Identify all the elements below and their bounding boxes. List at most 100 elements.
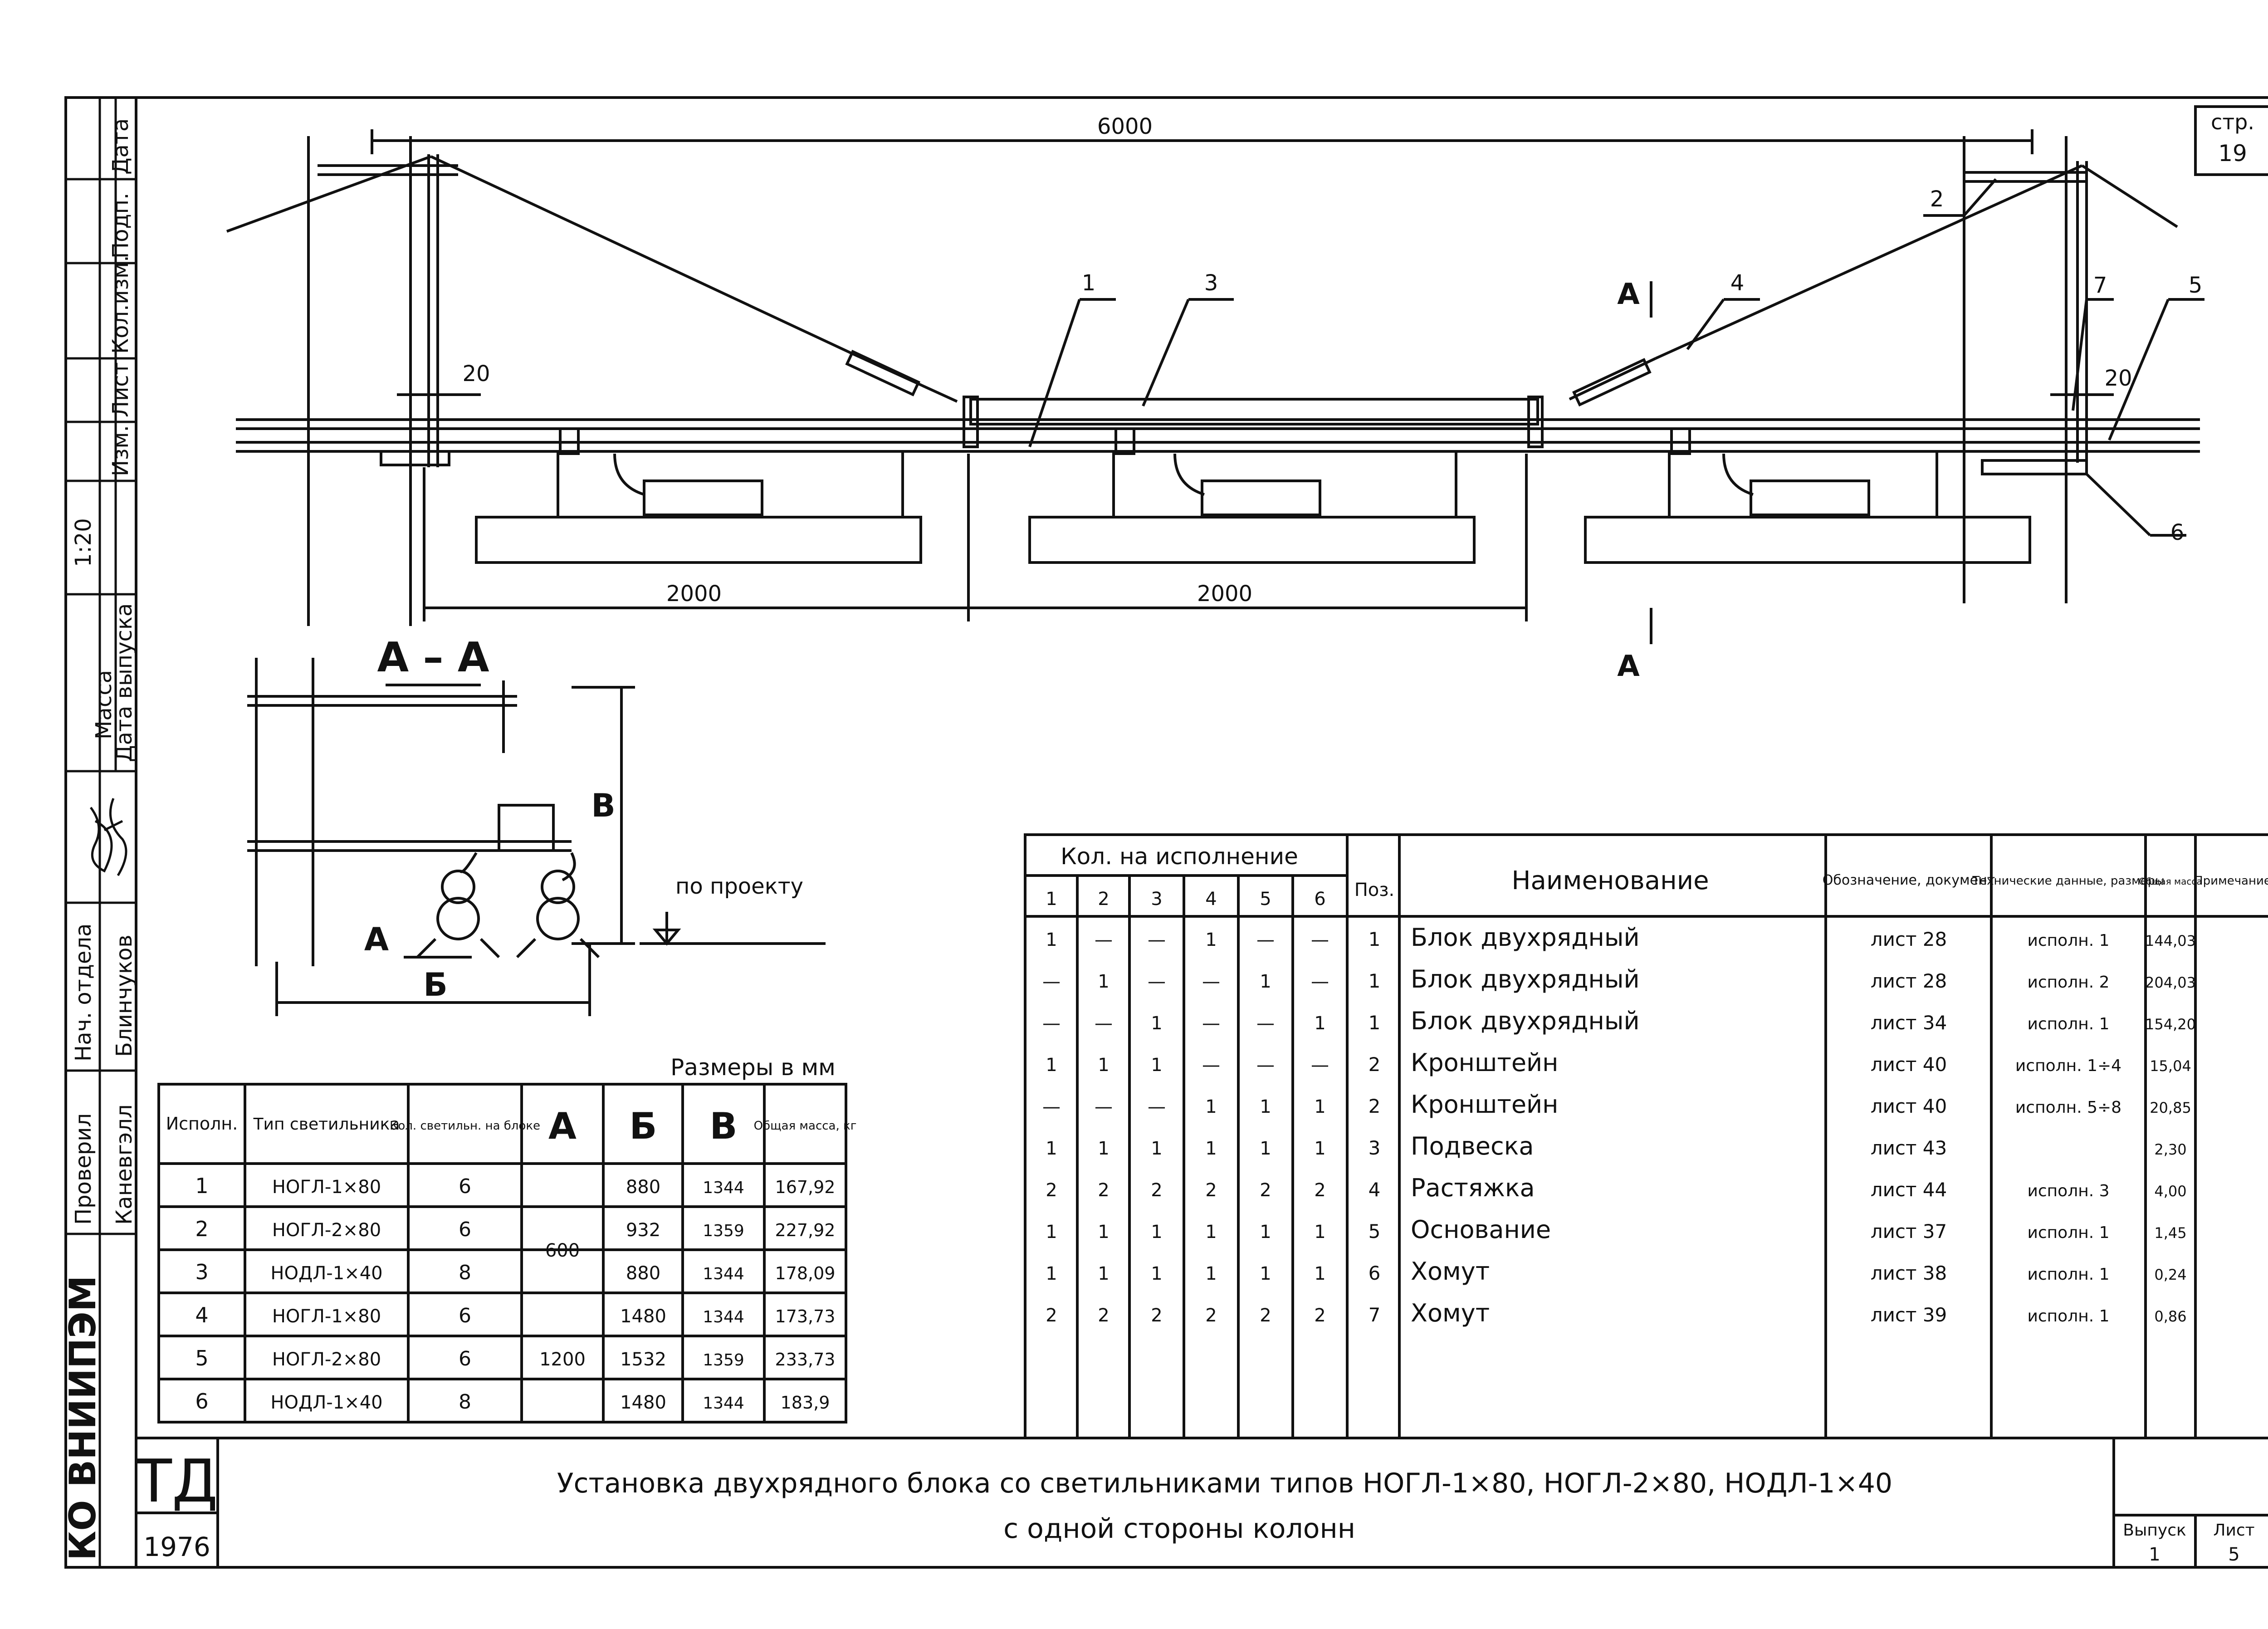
- spec-qty-cell: 1: [1046, 1055, 1057, 1076]
- title-line-1: Установка двухрядного блока со светильни…: [557, 1468, 1892, 1499]
- dim-total: 6000: [1097, 114, 1153, 139]
- sizes-table: [157, 1083, 847, 1424]
- sizes-cell-qty: 8: [459, 1261, 471, 1284]
- spec-qty-cell: 1: [1098, 1263, 1109, 1284]
- spec-qty-cell: 1: [1314, 1013, 1325, 1034]
- spec-qty-cell: 2: [1314, 1180, 1325, 1201]
- spec-name-cell: Основание: [1411, 1215, 1551, 1244]
- spec-qty-col-header: 6: [1314, 889, 1325, 910]
- spec-qty-cell: 2: [1046, 1180, 1057, 1201]
- spec-qty-cell: 1: [1314, 1263, 1325, 1284]
- sizes-cell-type: НОГЛ-1×80: [272, 1177, 381, 1198]
- title-block: [136, 1437, 2268, 1567]
- callout-2: 2: [1930, 186, 1944, 212]
- callout-3: 3: [1204, 270, 1218, 296]
- spec-mass-cell: 2,30: [2154, 1141, 2186, 1158]
- sizes-cell-type: НОДЛ-1×40: [270, 1392, 382, 1413]
- spec-qty-cell: —: [1256, 1013, 1275, 1034]
- spec-doc-cell: лист 34: [1871, 1012, 1947, 1034]
- sizes-cell-type: НОДЛ-1×40: [270, 1263, 382, 1284]
- sizes-cell-qty: 6: [459, 1347, 471, 1370]
- stamp-col-change: Изм.: [108, 425, 133, 476]
- title-issue-label: Выпуск: [2123, 1521, 2186, 1540]
- sizes-cell-mass: 233,73: [775, 1350, 836, 1370]
- spec-qty-cell: —: [1256, 1055, 1275, 1076]
- spec-qty-cell: 1: [1205, 1222, 1217, 1243]
- spec-qty-cell: 1: [1205, 929, 1217, 950]
- sizes-a-1200: 1200: [539, 1349, 586, 1370]
- stamp-head: Нач. отдела: [71, 923, 96, 1062]
- elevation-drawing: [226, 129, 2204, 644]
- label-a: А: [364, 921, 389, 958]
- spec-qty-cell: 1: [1260, 971, 1271, 992]
- spec-qty-cell: 1: [1098, 1055, 1109, 1076]
- sizes-cell-no: 5: [195, 1346, 208, 1370]
- label-b: Б: [423, 966, 447, 1003]
- spec-qty-cell: 1: [1098, 1138, 1109, 1159]
- sizes-cell-type: НОГЛ-2×80: [272, 1220, 381, 1241]
- spec-name-cell: Блок двухрядный: [1411, 1007, 1640, 1035]
- spec-h-qty: Кол. на исполнение: [1061, 843, 1298, 870]
- sizes-h-no: Исполн.: [166, 1114, 238, 1134]
- spec-mass-cell: 144,03: [2145, 932, 2196, 949]
- sizes-h-a: А: [548, 1105, 577, 1147]
- spec-qty-cell: 2: [1260, 1180, 1271, 1201]
- spec-name-cell: Кронштейн: [1411, 1090, 1558, 1119]
- spec-qty-cell: 1: [1260, 1096, 1271, 1117]
- spec-qty-cell: —: [1148, 1096, 1166, 1117]
- title-sheet-label: Лист: [2213, 1521, 2254, 1540]
- spec-h-pos: Поз.: [1354, 880, 1395, 900]
- spec-qty-cell: 1: [1205, 1138, 1217, 1159]
- label-v: В: [591, 787, 615, 824]
- spec-qty-cell: 2: [1314, 1305, 1325, 1326]
- spec-pos-cell: 6: [1369, 1262, 1381, 1284]
- spec-pos-cell: 1: [1369, 1012, 1381, 1034]
- section-title: A – A: [377, 634, 489, 681]
- spec-mass-cell: 4,00: [2154, 1183, 2186, 1200]
- spec-qty-cell: —: [1311, 929, 1329, 950]
- spec-qty-cell: 1: [1151, 1013, 1162, 1034]
- spec-qty-cell: 1: [1314, 1096, 1325, 1117]
- stamp-org: КО ВНИИПЭМ: [62, 1276, 104, 1561]
- sizes-cell-b: 1480: [620, 1392, 666, 1413]
- spec-qty-cell: 2: [1151, 1180, 1162, 1201]
- spec-mass-cell: 0,86: [2154, 1308, 2186, 1325]
- spec-pos-cell: 5: [1369, 1220, 1381, 1243]
- spec-table: [1024, 833, 2268, 1439]
- spec-qty-cell: 2: [1098, 1180, 1109, 1201]
- spec-doc-cell: лист 43: [1871, 1137, 1947, 1159]
- spec-qty-cell: 1: [1205, 1096, 1217, 1117]
- spec-qty-cell: 1: [1205, 1263, 1217, 1284]
- spec-mass-cell: 0,24: [2154, 1266, 2186, 1283]
- spec-qty-cell: —: [1311, 971, 1329, 992]
- dim-span-2: 2000: [1197, 581, 1252, 607]
- spec-pos-cell: 1: [1369, 928, 1381, 950]
- stamp-col-qty-change: Кол.изм.: [108, 255, 133, 354]
- spec-qty-cell: 1: [1151, 1263, 1162, 1284]
- spec-mass-cell: 154,20: [2145, 1016, 2196, 1033]
- spec-qty-cell: 1: [1260, 1138, 1271, 1159]
- stamp-col-sheet: Лист: [108, 362, 133, 417]
- sizes-cell-no: 3: [195, 1260, 208, 1284]
- sizes-cell-b: 880: [626, 1263, 660, 1284]
- spec-tech-cell: исполн. 1: [2027, 931, 2109, 950]
- sizes-cell-v: 1359: [703, 1222, 744, 1240]
- sizes-cell-qty: 6: [459, 1175, 471, 1198]
- sizes-h-b: Б: [630, 1105, 657, 1147]
- stamp-checked: Проверил: [71, 1113, 96, 1225]
- level-note: по проекту: [675, 874, 803, 899]
- sizes-cell-no: 1: [195, 1174, 208, 1198]
- sizes-cell-qty: 6: [459, 1218, 471, 1241]
- spec-name-cell: Блок двухрядный: [1411, 923, 1640, 952]
- spec-qty-cell: 2: [1098, 1305, 1109, 1326]
- spec-qty-cell: —: [1095, 1096, 1113, 1117]
- section-mark-top: A: [1617, 278, 1640, 311]
- sizes-cell-v: 1344: [703, 1265, 744, 1283]
- dim-gap-right: 20: [2104, 366, 2132, 391]
- stamp-date-release: Дата выпуска: [112, 603, 137, 762]
- spec-tech-cell: исполн. 1: [2027, 1015, 2109, 1033]
- spec-name-cell: Хомут: [1411, 1257, 1490, 1286]
